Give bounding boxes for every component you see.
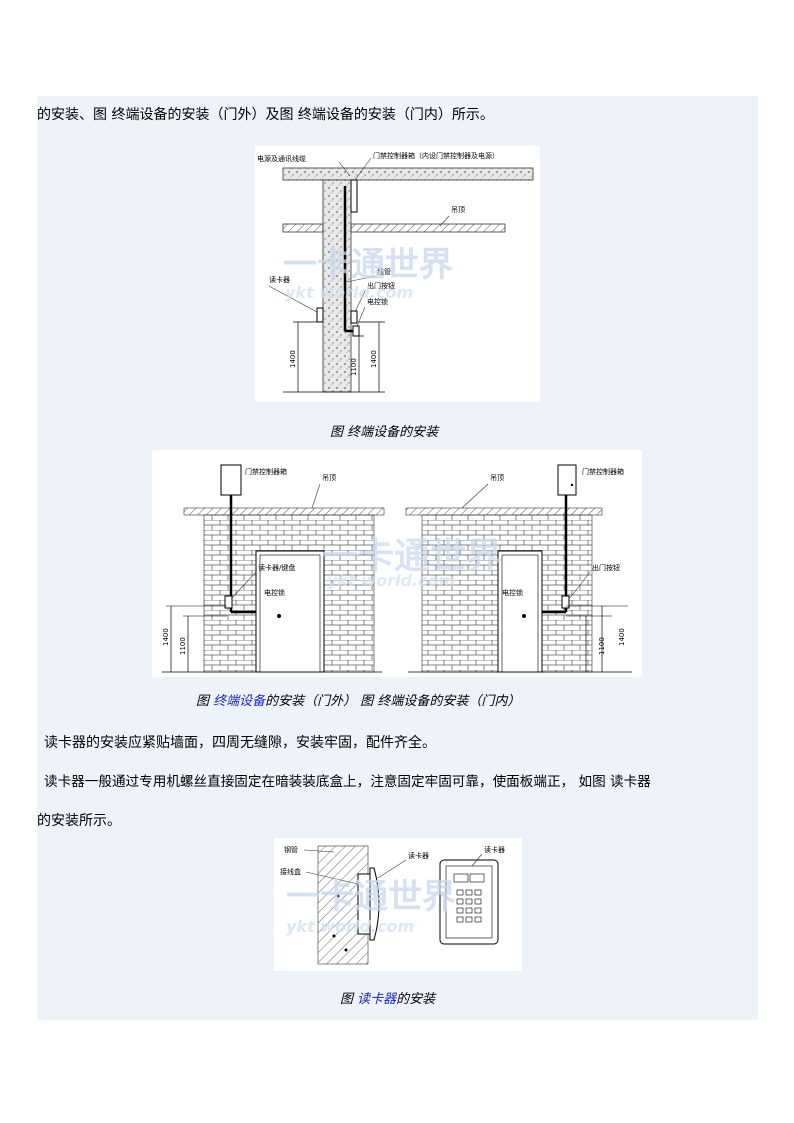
label-card-reader: 读卡器 [269, 275, 290, 284]
figure3-caption: 图 读卡器的安装 [340, 988, 435, 1007]
figure-terminal-install-door-svg: 门禁控制器箱 吊顶 读卡器/键盘 电控锁 1400 1100 [162, 464, 632, 673]
left-dim-1100: 1100 [179, 637, 187, 655]
paragraph-reader-fix-line2: 的安装所示。 [37, 813, 121, 829]
card-reader-link[interactable]: 读卡器 [357, 992, 397, 1007]
label-pipe: 钢管 [284, 845, 298, 854]
right-dim-1400: 1400 [618, 628, 626, 646]
lock-shape [352, 325, 360, 337]
suspended-ceiling-left [282, 223, 324, 233]
paragraph-reader-mount: 读卡器的安装应紧贴墙面，四周无缝隙，安装牢固，配件齐全。 [44, 735, 436, 751]
dim-1100: 1100 [350, 358, 358, 376]
figure1-caption: 图 终端设备的安装 [330, 425, 439, 440]
left-label-ceiling: 吊顶 [322, 474, 336, 482]
reader-keypad [456, 889, 482, 923]
label-lock: 电控锁 [367, 297, 388, 306]
label-junction: 接线盒 [280, 867, 301, 876]
right-controller-box [557, 464, 577, 496]
right-exit-button [561, 595, 570, 609]
card-reader-shape [316, 307, 324, 323]
label-power: 电源及通讯线缆 [257, 154, 306, 163]
left-label-lock: 电控锁 [264, 588, 285, 597]
left-card-reader [224, 595, 233, 609]
figure2-caption-prefix: 图 [196, 694, 214, 709]
right-label-button: 出门按钮 [592, 563, 620, 572]
label-ceiling: 吊顶 [451, 206, 465, 214]
figure-terminal-install: 电源及通讯线缆 门禁控制器箱（内设门禁控制器及电源） 吊顶 线管 读卡器 出门按… [255, 146, 540, 402]
label-conduit: 线管 [377, 267, 391, 276]
door-outside-diagram: 门禁控制器箱 吊顶 读卡器/键盘 电控锁 1400 1100 [162, 464, 385, 673]
right-label-controller: 门禁控制器箱 [582, 467, 624, 476]
figure3-caption-suffix: 的安装 [396, 992, 436, 1007]
figure3-caption-prefix: 图 [340, 992, 358, 1007]
figure-terminal-install-svg: 电源及通讯线缆 门禁控制器箱（内设门禁控制器及电源） 吊顶 线管 读卡器 出门按… [257, 151, 534, 393]
paragraph-reader-fix-line1: 读卡器一般通过专用机螺丝直接固定在暗装装底盒上，注意固定牢固可靠，使面板端正， … [44, 774, 651, 790]
watermark-cn: 一卡通世界 [283, 245, 453, 285]
left-controller-box [220, 464, 242, 496]
intro-line: 的安装、图 终端设备的安装（门外）及图 终端设备的安装（门内）所示。 [37, 107, 494, 123]
figure2-caption-rest: 的安装（门外） 图 终端设备的安装（门内） [265, 694, 521, 709]
watermark-en: ykt world.com [285, 283, 413, 302]
watermark-en-3: ykt world.com [286, 917, 414, 936]
left-dim-1400: 1400 [162, 628, 170, 646]
controller-box-shape [350, 179, 358, 213]
dim-1400b: 1400 [370, 350, 378, 368]
wall-section [322, 179, 352, 393]
reader-side-shape [369, 867, 380, 941]
right-door-knob [522, 614, 526, 618]
dim-1400a: 1400 [289, 350, 297, 368]
terminal-device-link[interactable]: 终端设备 [213, 694, 266, 709]
left-label-controller: 门禁控制器箱 [245, 467, 287, 476]
right-label-lock: 电控锁 [502, 588, 523, 597]
suspended-ceiling-right [350, 223, 506, 233]
figure2-caption: 图 终端设备的安装（门外） 图 终端设备的安装（门内） [196, 690, 520, 709]
label-controller-box: 门禁控制器箱（内设门禁控制器及电源） [373, 151, 499, 160]
label-reader-front: 读卡器 [484, 845, 505, 854]
left-ceiling [183, 507, 385, 516]
left-door-knob [277, 614, 281, 618]
right-label-ceiling: 吊顶 [490, 474, 504, 482]
label-exit-button: 出门按钮 [367, 281, 395, 290]
figure-card-reader-install: 钢管 接线盒 读卡器 读卡器 一卡通世界 ykt world.com [274, 838, 522, 971]
ceiling-slab [282, 167, 534, 181]
figure-terminal-install-door: 门禁控制器箱 吊顶 读卡器/键盘 电控锁 1400 1100 [152, 450, 642, 677]
watermark-cn-3: 一卡通世界 [286, 877, 456, 917]
watermark-cn-2: 一卡通世界 [322, 536, 502, 577]
watermark-en-2: ykt world.com [327, 571, 455, 590]
right-ceiling [405, 507, 603, 516]
right-dim-1100: 1100 [598, 637, 606, 655]
left-label-reader: 读卡器/键盘 [258, 563, 295, 572]
figure-card-reader-install-svg: 钢管 接线盒 读卡器 读卡器 一卡通世界 ykt world.com [280, 845, 505, 965]
exit-button-shape [350, 310, 358, 324]
door-inside-diagram: 门禁控制器箱 吊顶 出门按钮 电控锁 1400 1100 [405, 464, 632, 673]
label-reader-side: 读卡器 [408, 851, 429, 860]
